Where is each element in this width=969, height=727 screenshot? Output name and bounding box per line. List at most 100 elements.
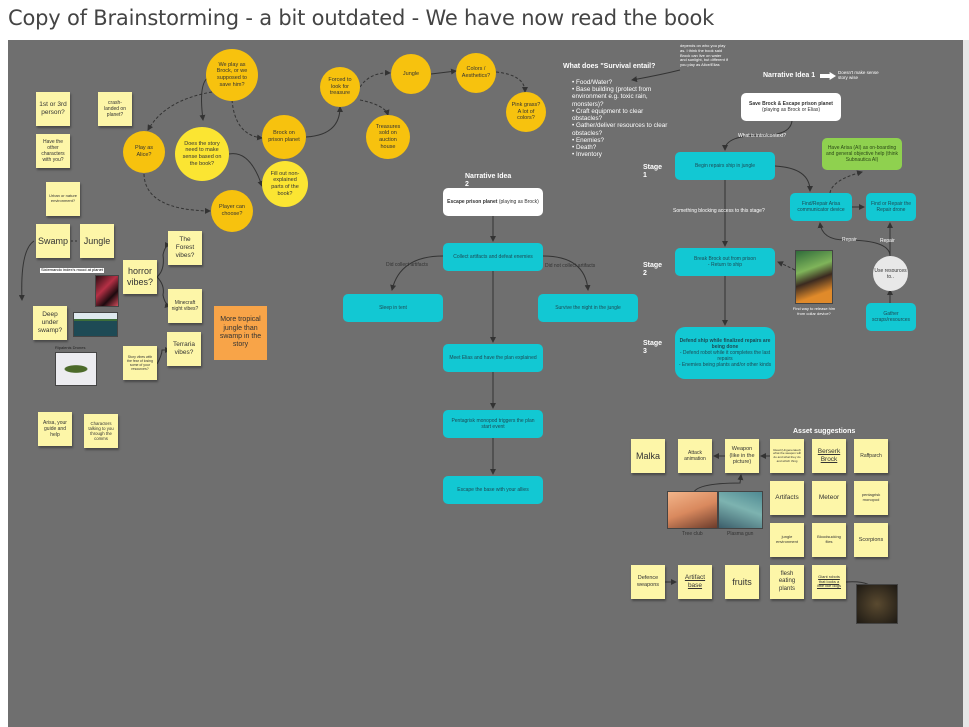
idea-circle[interactable]: Jungle bbox=[391, 54, 431, 94]
image-caption: Sixlemando index's mood at planet bbox=[40, 267, 104, 273]
sticky-note[interactable]: Swamp bbox=[36, 224, 70, 258]
box-subtitle: (playing as Brock) bbox=[498, 199, 539, 205]
edge-label: Repair bbox=[842, 237, 857, 243]
sticky-note[interactable]: Berserk Brock bbox=[812, 439, 846, 473]
stage-label: Stage 1 bbox=[643, 164, 663, 179]
scrollbar[interactable] bbox=[963, 40, 969, 727]
horror-image[interactable] bbox=[95, 275, 119, 307]
list-item: Inventory bbox=[572, 151, 672, 158]
flow-box[interactable]: Sleep in tent bbox=[343, 294, 443, 322]
sticky-note[interactable]: Malka bbox=[631, 439, 665, 473]
box-line: - Return to ship bbox=[707, 262, 743, 268]
arrow-right-icon bbox=[820, 72, 836, 80]
sticky-note[interactable]: Terraria vibes? bbox=[167, 332, 201, 366]
sticky-note[interactable]: Scorpions bbox=[854, 523, 888, 557]
flow-box-green[interactable]: Have Arisa (AI) as on-boarding and gener… bbox=[822, 138, 902, 170]
sticky-note[interactable]: Have the other characters with you? bbox=[36, 134, 70, 168]
drone-insect-image[interactable] bbox=[55, 352, 97, 386]
edge-label: Did collect artifacts bbox=[386, 262, 428, 268]
flow-box[interactable]: Begin repairs ship in jungle bbox=[675, 152, 775, 180]
sticky-note[interactable]: 1st or 3rd person? bbox=[36, 92, 70, 126]
list-item: Enemies? bbox=[572, 137, 672, 144]
narrative-idea-2-heading: Narrative Idea 2 bbox=[465, 173, 512, 188]
idea-1-start-box[interactable]: Save Brock & Escape prison planet(playin… bbox=[741, 93, 841, 121]
sticky-note[interactable]: Story vibes with the fear of losing some… bbox=[123, 346, 157, 380]
sticky-note[interactable]: Jungle bbox=[80, 224, 114, 258]
idea-circle[interactable]: Player can choose? bbox=[211, 190, 253, 232]
plasma-gun-image[interactable] bbox=[718, 491, 763, 529]
idea-circle[interactable]: Pink grass? A lot of colors? bbox=[506, 92, 546, 132]
sticky-note[interactable]: Artifacts bbox=[770, 481, 804, 515]
sticky-note[interactable]: Characters talking to you through the co… bbox=[84, 414, 118, 448]
sticky-note[interactable]: jungle environment bbox=[770, 523, 804, 557]
idea-circle[interactable]: Fill out non-explained parts of the book… bbox=[262, 161, 308, 207]
idea-circle[interactable]: Forced to look for treasure bbox=[320, 67, 360, 107]
edge-label: What is intro/context? bbox=[738, 133, 787, 139]
survival-list: Food/Water? Base building (protect from … bbox=[572, 79, 672, 159]
sticky-note[interactable]: Read (Ungenerated) what the weapon will … bbox=[770, 439, 804, 473]
flow-box[interactable]: Collect artifacts and defeat enemies bbox=[443, 243, 543, 271]
flow-box[interactable]: Meet Elias and have the plan explained bbox=[443, 344, 543, 372]
flow-box[interactable]: Defend ship while finalized repairs are … bbox=[675, 327, 775, 379]
sticky-note[interactable]: Raffparch bbox=[854, 439, 888, 473]
sticky-text: Giant robots that looks a little like do… bbox=[816, 573, 841, 589]
sticky-note[interactable]: horror vibes? bbox=[123, 260, 157, 294]
list-item: Gather/deliver resources to clear obstac… bbox=[572, 122, 672, 136]
sticky-note[interactable]: Minecraft night vibes? bbox=[168, 289, 202, 323]
swamp-image[interactable] bbox=[73, 312, 118, 337]
flow-box[interactable]: Gather scraps/resources bbox=[866, 303, 916, 331]
sticky-note[interactable]: Meteor bbox=[812, 481, 846, 515]
image-caption: Find way to release him from collar devi… bbox=[792, 306, 836, 316]
sticky-note[interactable]: The Forest vibes? bbox=[168, 231, 202, 265]
list-item: Base building (protect from environment … bbox=[572, 86, 672, 108]
asset-suggestions-heading: Asset suggestions bbox=[793, 428, 856, 435]
sticky-note[interactable]: flesh eating plants bbox=[770, 565, 804, 599]
stage-label: Stage 2 bbox=[643, 262, 663, 277]
idea-circle[interactable]: Does the story need to make sense based … bbox=[175, 127, 229, 181]
survival-heading: What does "Survival entail? bbox=[563, 63, 656, 70]
sticky-note[interactable]: crash-landed on planet? bbox=[98, 92, 132, 126]
idea-circle[interactable]: Colors / Aesthetics? bbox=[456, 53, 496, 93]
edge-label: Something blocking access to this stage? bbox=[673, 208, 765, 214]
idea-circle[interactable]: We play as Brock, or we supposed to save… bbox=[206, 49, 258, 101]
edge-label: Did not collect artifacts bbox=[545, 263, 596, 269]
sticky-text: Berserk Brock bbox=[817, 448, 841, 463]
sticky-note[interactable]: Deep under swamp? bbox=[33, 306, 67, 340]
sticky-note[interactable]: Attack animation bbox=[678, 439, 712, 473]
board-title: Copy of Brainstorming - a bit outdated -… bbox=[8, 6, 715, 30]
idea-circle[interactable]: Brock on prison planet bbox=[262, 115, 306, 159]
list-item: Death? bbox=[572, 144, 672, 151]
sticky-note[interactable]: fruits bbox=[725, 565, 759, 599]
flow-box[interactable]: Pentagrisk monopod triggers the plan sta… bbox=[443, 410, 543, 438]
sticky-note[interactable]: Bloodsucking flies bbox=[812, 523, 846, 557]
brock-comic-image[interactable] bbox=[795, 250, 833, 304]
robot-dog-image[interactable] bbox=[856, 584, 898, 624]
stage-label: Stage 3 bbox=[643, 340, 663, 355]
box-title: Defend ship while finalized repairs are … bbox=[679, 338, 771, 350]
idea-circle[interactable]: Treasures sold on auction house bbox=[366, 115, 410, 159]
sticky-note[interactable]: Weapon (like in the picture) bbox=[725, 439, 759, 473]
flow-box[interactable]: Find or Repair the Repair drone bbox=[866, 193, 916, 221]
sticky-note[interactable]: Giant robots that looks a little like do… bbox=[812, 565, 846, 599]
edge-label: Repair bbox=[880, 238, 895, 244]
note-text: depends on who you play as. I think the … bbox=[680, 43, 728, 68]
sticky-note-orange[interactable]: More tropical jungle than swamp in the s… bbox=[214, 306, 267, 360]
flow-box[interactable]: Survive the night in the jungle bbox=[538, 294, 638, 322]
list-item: Craft equipment to clear obstacles? bbox=[572, 108, 672, 122]
sticky-note[interactable]: Urban or nature environment? bbox=[46, 182, 80, 216]
image-caption: Plasma gun bbox=[727, 531, 754, 537]
sticky-note[interactable]: Arisa, your guide and help bbox=[38, 412, 72, 446]
flow-box[interactable]: Break Brock out from prison- Return to s… bbox=[675, 248, 775, 276]
tree-club-image[interactable] bbox=[667, 491, 718, 529]
whiteboard-canvas[interactable] bbox=[8, 40, 963, 727]
idea-2-start-box[interactable]: Escape prison planet (playing as Brock) bbox=[443, 188, 543, 216]
flow-box[interactable]: Escape the base with your allies bbox=[443, 476, 543, 504]
sticky-text: Artifact base bbox=[684, 574, 706, 589]
sticky-note[interactable]: pentagrisk monopod bbox=[854, 481, 888, 515]
box-title: Escape prison planet bbox=[447, 199, 498, 205]
sticky-note[interactable]: Artifact base bbox=[678, 565, 712, 599]
sticky-note[interactable]: Defence weapons bbox=[631, 565, 665, 599]
idea-circle[interactable]: Play as Alice? bbox=[123, 131, 165, 173]
use-resources-circle[interactable]: Use resources to.. bbox=[873, 256, 908, 291]
flow-box[interactable]: Find/Repair Arisa communicator device bbox=[790, 193, 852, 221]
